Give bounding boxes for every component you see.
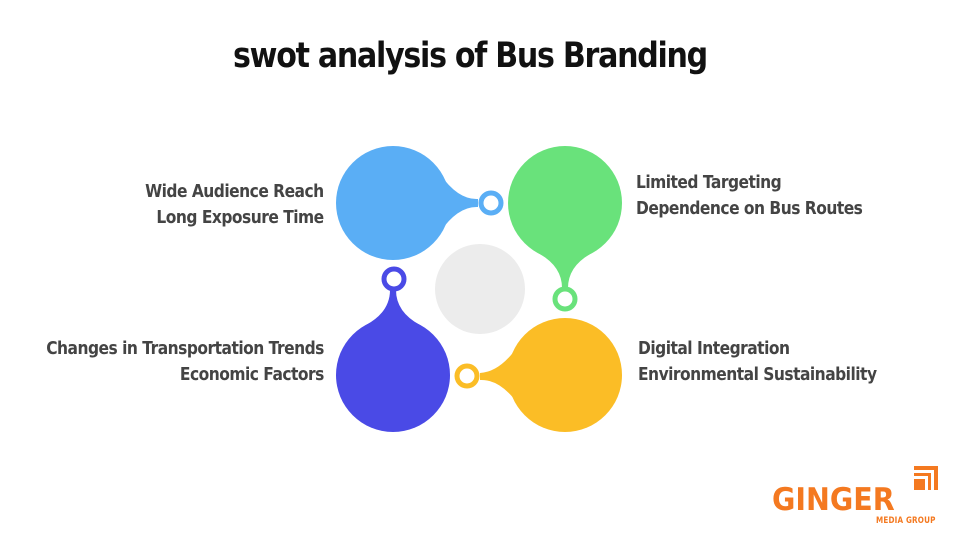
opportunities-label: Digital Integration Environmental Sustai…	[638, 336, 877, 388]
page-title: swot analysis of Bus Branding	[233, 36, 708, 76]
logo-mark-icon	[914, 466, 938, 490]
weaknesses-item: Dependence on Bus Routes	[636, 198, 863, 219]
weaknesses-item: Limited Targeting	[636, 172, 782, 193]
threats-bubble	[336, 266, 450, 432]
strengths-bubble	[336, 146, 504, 260]
strengths-item: Wide Audience Reach	[145, 181, 324, 202]
logo-subtitle: MEDIA GROUP	[876, 516, 936, 526]
weaknesses-bubble	[508, 146, 622, 312]
strengths-label: Wide Audience Reach Long Exposure Time	[145, 179, 324, 231]
ginger-media-group-logo: GINGER MEDIA GROUP	[772, 466, 942, 530]
opportunities-bubble	[454, 318, 622, 432]
center-circle	[435, 244, 525, 334]
weaknesses-connector-ring-icon	[552, 286, 578, 312]
weaknesses-label: Limited Targeting Dependence on Bus Rout…	[636, 170, 863, 222]
threats-connector-ring-icon	[381, 266, 407, 292]
opportunities-item: Digital Integration	[638, 338, 790, 359]
threats-label: Changes in Transportation Trends Economi…	[46, 336, 324, 388]
opportunities-item: Environmental Sustainability	[638, 364, 877, 385]
strengths-connector-ring-icon	[478, 190, 504, 216]
opportunities-connector-ring-icon	[454, 363, 480, 389]
threats-item: Changes in Transportation Trends	[46, 338, 324, 359]
threats-item: Economic Factors	[180, 364, 324, 385]
logo-wordmark: GINGER	[772, 482, 895, 518]
strengths-item: Long Exposure Time	[156, 207, 325, 228]
